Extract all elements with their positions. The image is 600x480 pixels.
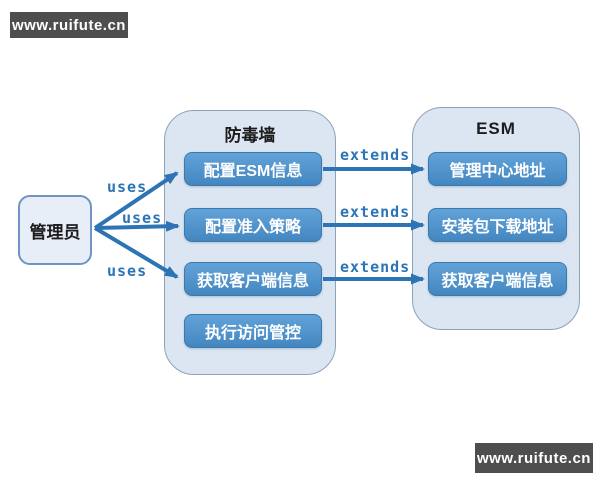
uses-label-1: uses (107, 178, 148, 196)
usecase-config-esm-info: 配置ESM信息 (184, 152, 322, 186)
extends-label-2: extends (340, 203, 411, 221)
extends-label-3: extends (340, 258, 411, 276)
usecase-enforce-access-control: 执行访问管控 (184, 314, 322, 348)
firewall-title: 防毒墙 (224, 126, 276, 145)
usecase-get-client-info: 获取客户端信息 (184, 262, 322, 296)
esm-package-download-address: 安装包下载地址 (428, 208, 567, 242)
esm-title: ESM (476, 119, 516, 138)
watermark-top-left: www.ruifute.cn (10, 12, 128, 38)
uses-label-2: uses (122, 209, 163, 227)
watermark-bottom-right: www.ruifute.cn (475, 443, 593, 473)
actor-admin-node: 管理员 (18, 195, 92, 265)
usecase-config-admission-policy: 配置准入策略 (184, 208, 322, 242)
esm-management-center-address: 管理中心地址 (428, 152, 567, 186)
esm-get-client-info: 获取客户端信息 (428, 262, 567, 296)
uses-label-3: uses (107, 262, 148, 280)
extends-label-1: extends (340, 146, 411, 164)
